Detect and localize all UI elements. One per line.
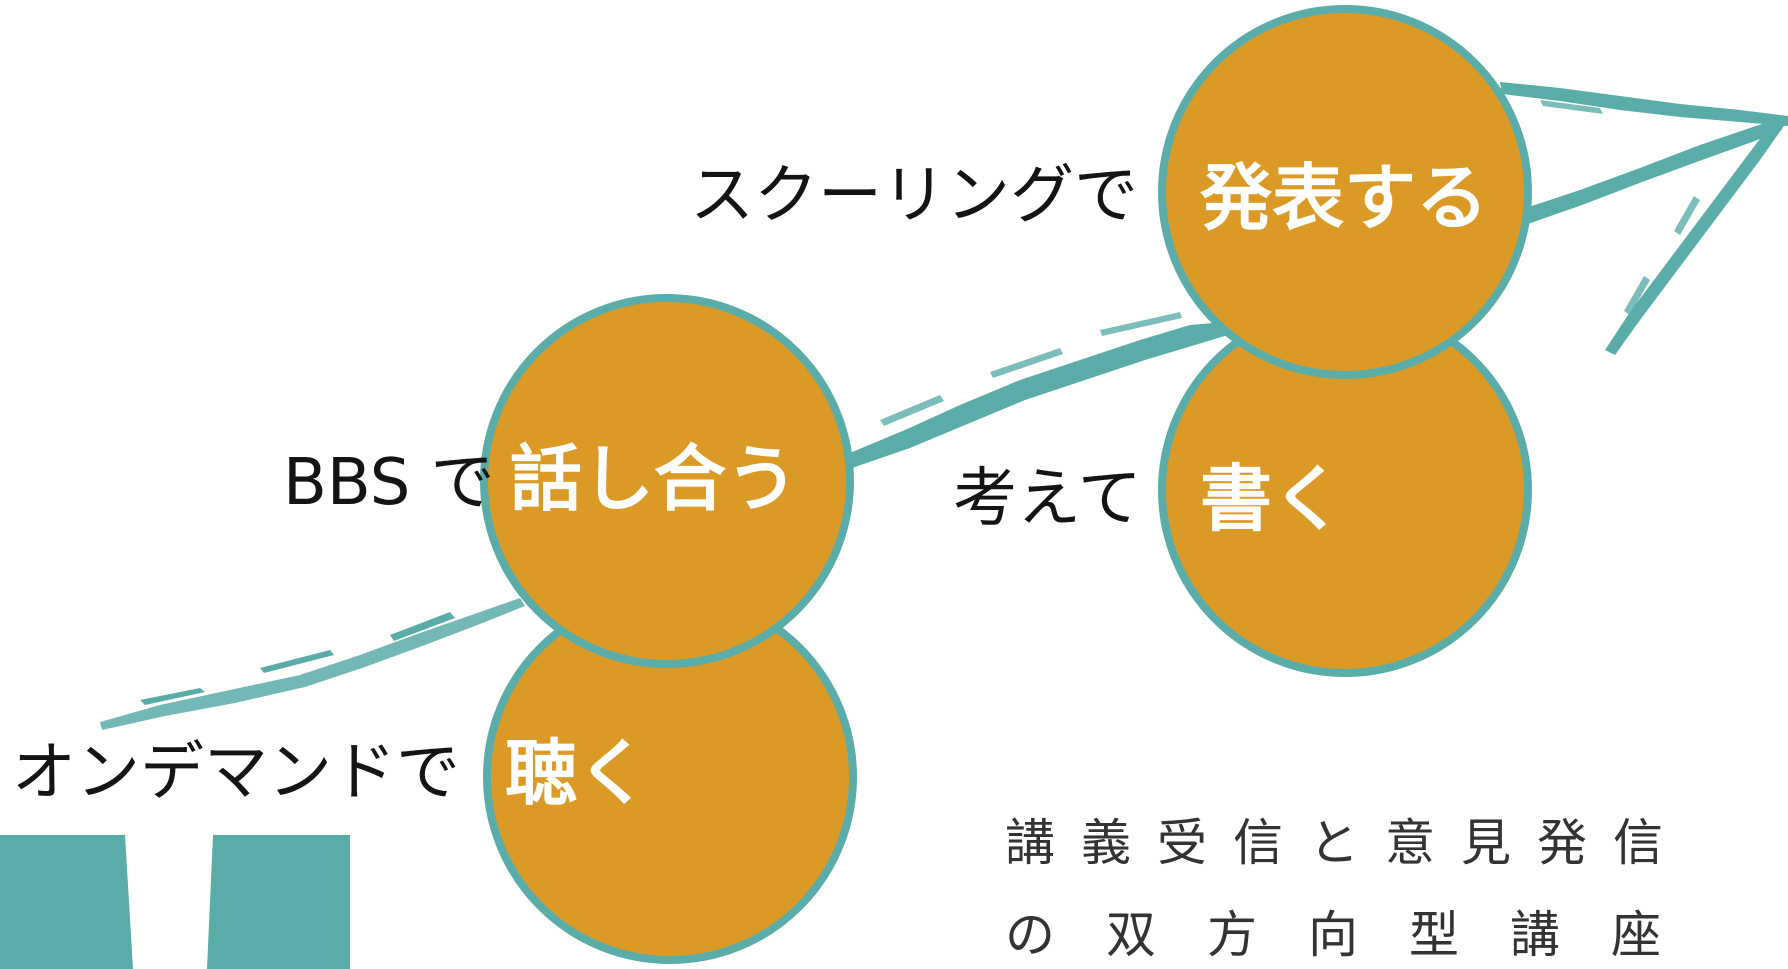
brush-arrow	[100, 82, 1788, 730]
circle-discuss	[480, 294, 854, 668]
step-verb-listen: 聴く	[505, 731, 650, 815]
step-verb-present: 発表する	[1200, 156, 1489, 240]
caption-line-1: 講義受信と意見発信	[1005, 814, 1689, 872]
teal-block-left	[0, 835, 133, 969]
teal-block-right	[207, 835, 350, 969]
step-prefix-listen: オンデマンドで	[12, 736, 460, 810]
caption-line-2: の双方向型講座	[1005, 906, 1712, 964]
step-prefix-present: スクーリングで	[690, 159, 1138, 233]
step-prefix-write: 考えて	[953, 462, 1142, 536]
step-verb-write: 書く	[1200, 457, 1345, 541]
step-prefix-discuss: BBS で	[283, 446, 495, 520]
circle-present	[1158, 5, 1532, 379]
step-verb-discuss: 話し合う	[510, 437, 799, 521]
